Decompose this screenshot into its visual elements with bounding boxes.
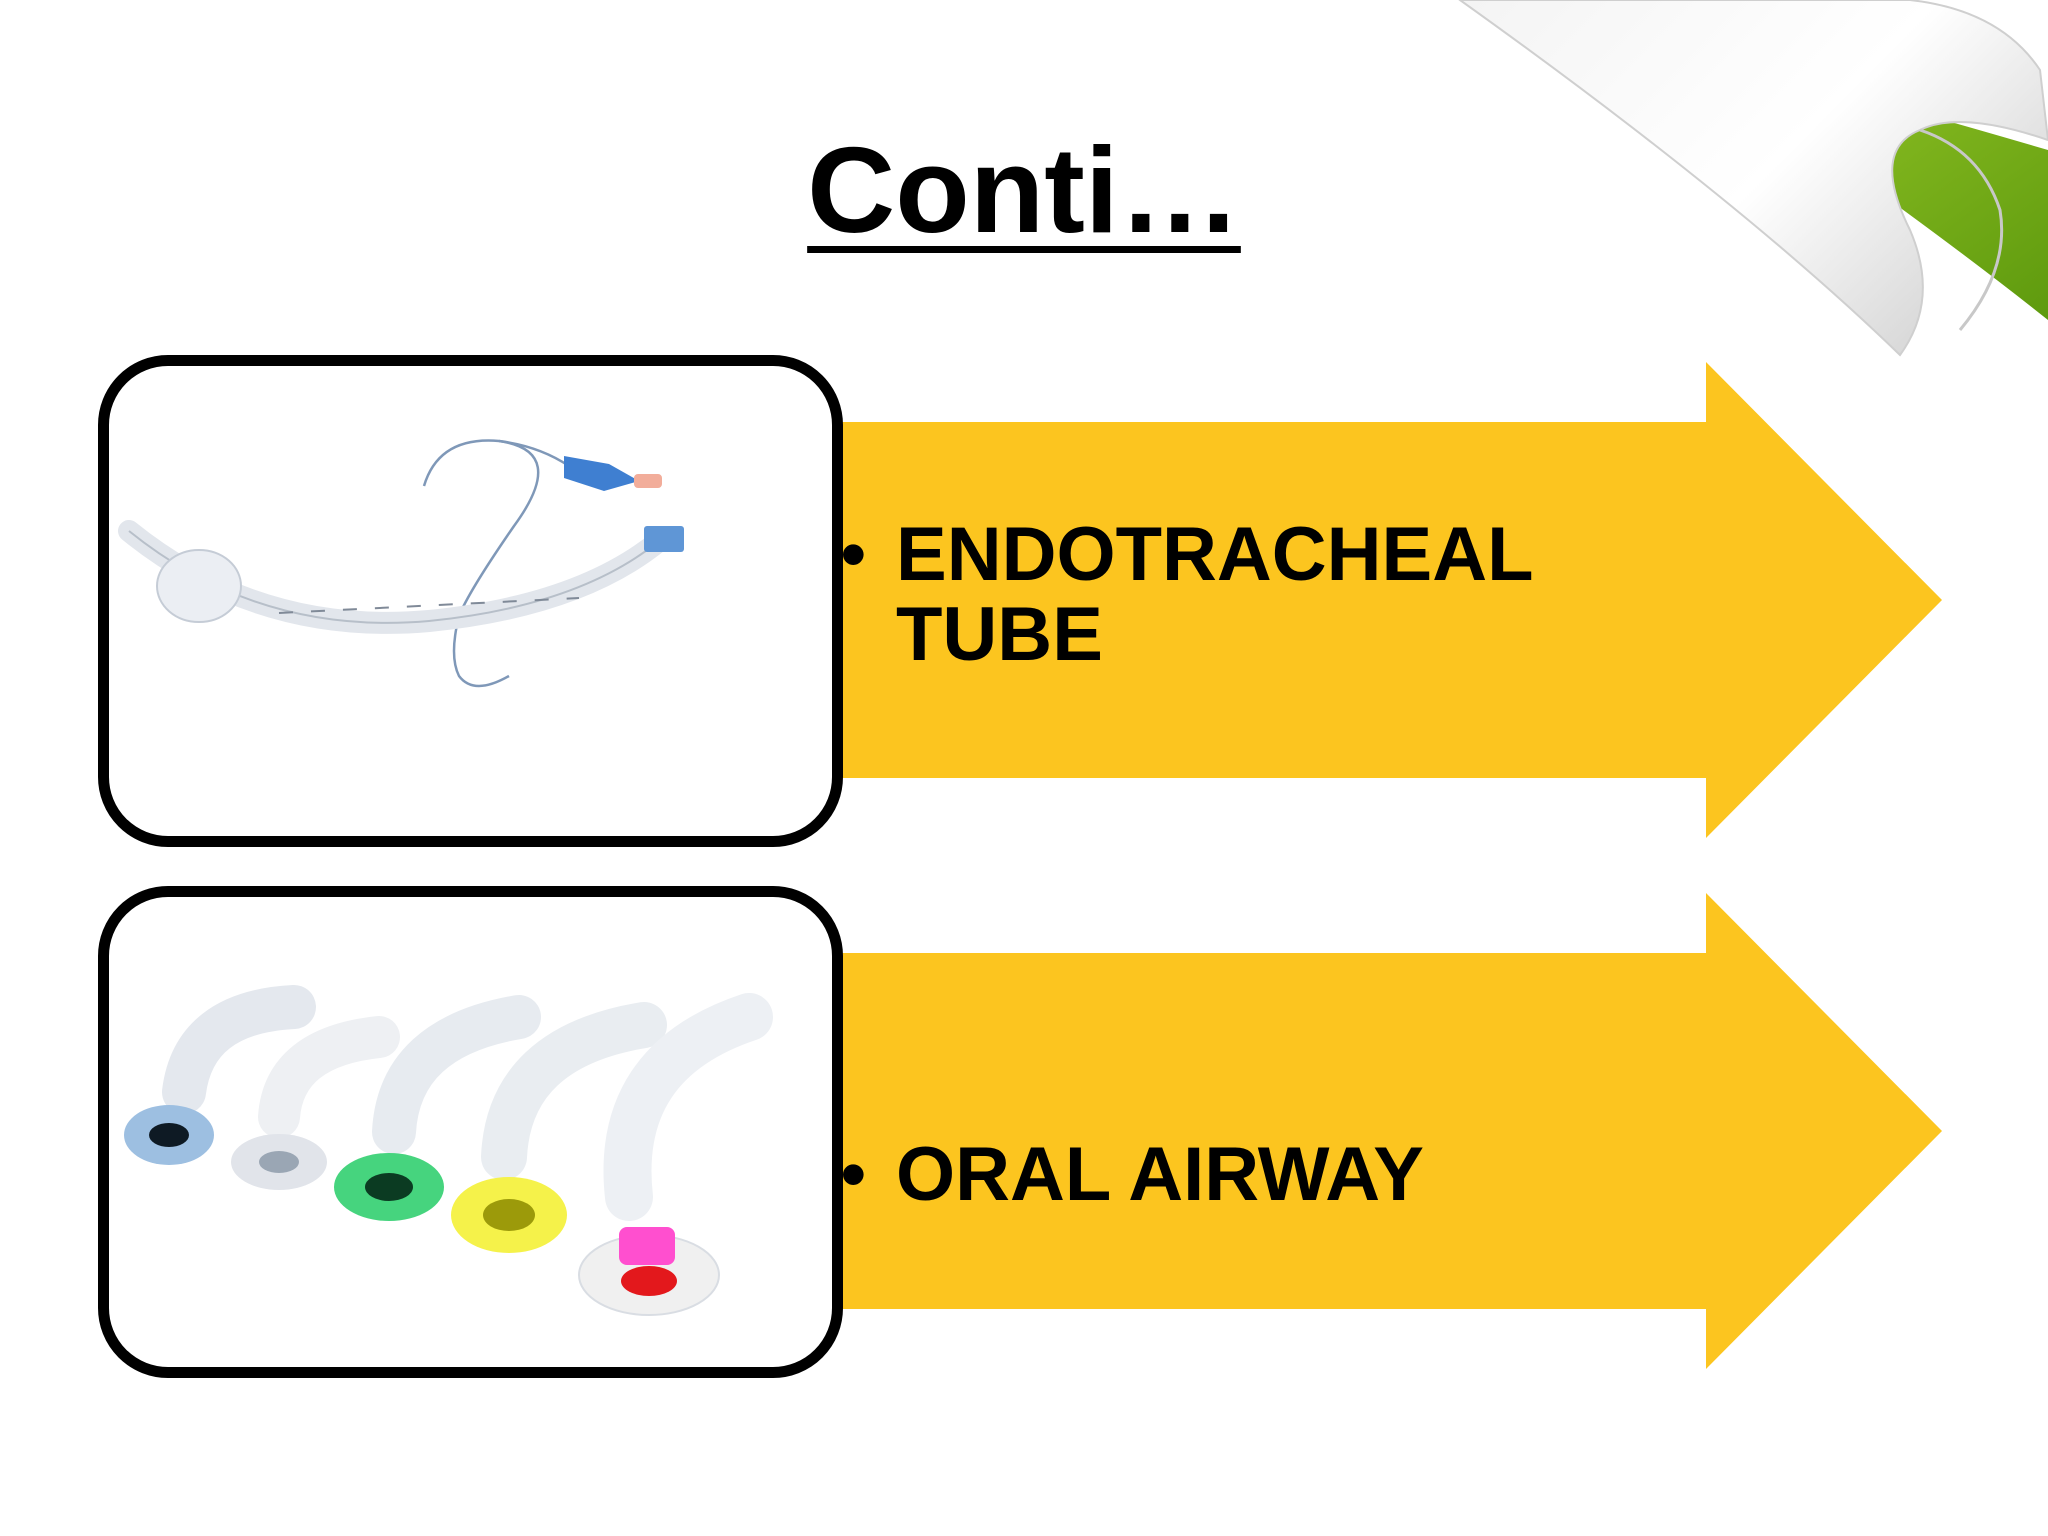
image-frame-oral-airway	[98, 886, 843, 1378]
page-curl-decoration	[1458, 0, 2048, 357]
bullet-item-oral-airway: • ORAL AIRWAY	[840, 1135, 1580, 1215]
bullet-marker: •	[840, 512, 867, 597]
bullet-item-endotracheal-tube: • ENDOTRACHEAL TUBE	[840, 515, 1580, 675]
yellow-arrow-shape	[830, 893, 1942, 1369]
yellow-arrow-shape	[830, 362, 1942, 838]
slide-title: Conti…	[0, 120, 2048, 260]
bullet-marker: •	[840, 1132, 867, 1217]
bullet-item-label: ORAL AIRWAY	[896, 1132, 1424, 1217]
bullet-item-label: ENDOTRACHEAL TUBE	[896, 512, 1533, 677]
slide-title-text: Conti…	[807, 122, 1241, 258]
image-frame-endotracheal-tube	[98, 355, 843, 847]
endotracheal-tube-photo	[118, 439, 684, 688]
oral-airway-set-photo	[124, 985, 773, 1316]
